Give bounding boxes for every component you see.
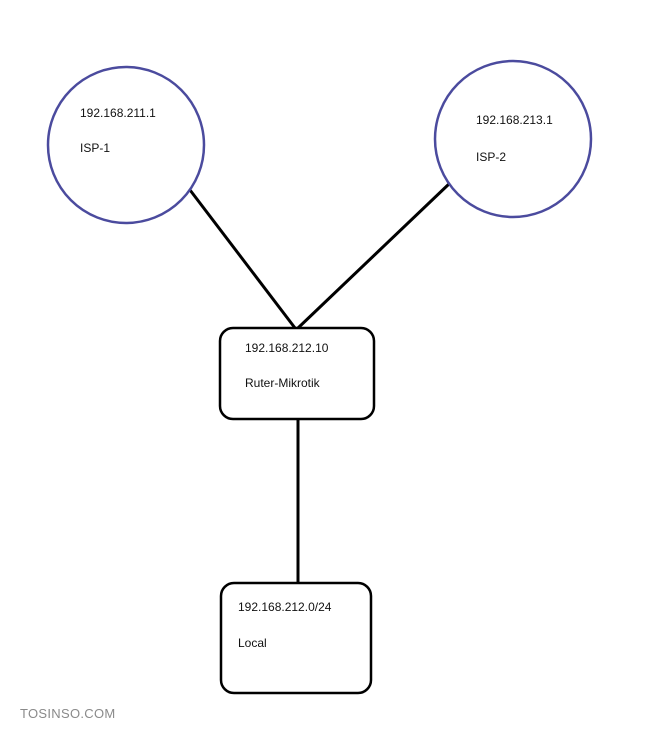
router-node: 192.168.212.10 Ruter-Mikrotik bbox=[218, 326, 376, 421]
isp1-node: 192.168.211.1 ISP-1 bbox=[46, 65, 206, 225]
isp2-circle bbox=[433, 59, 593, 219]
local-label: Local bbox=[238, 636, 267, 650]
isp2-label: ISP-2 bbox=[476, 150, 506, 164]
local-ip: 192.168.212.0/24 bbox=[238, 600, 332, 614]
router-ip: 192.168.212.10 bbox=[245, 341, 329, 355]
local-node: 192.168.212.0/24 Local bbox=[219, 581, 373, 695]
link-isp2-router bbox=[296, 181, 452, 330]
link-isp1-router bbox=[188, 189, 297, 329]
router-label: Ruter-Mikrotik bbox=[245, 376, 321, 390]
local-box bbox=[219, 581, 373, 695]
isp1-ip: 192.168.211.1 bbox=[80, 106, 156, 120]
router-box bbox=[218, 326, 376, 421]
watermark: TOSINSO.COM bbox=[20, 706, 116, 721]
isp2-ip: 192.168.213.1 bbox=[476, 113, 553, 127]
isp2-node: 192.168.213.1 ISP-2 bbox=[433, 59, 593, 219]
isp1-label: ISP-1 bbox=[80, 141, 110, 155]
isp1-circle bbox=[46, 65, 206, 225]
